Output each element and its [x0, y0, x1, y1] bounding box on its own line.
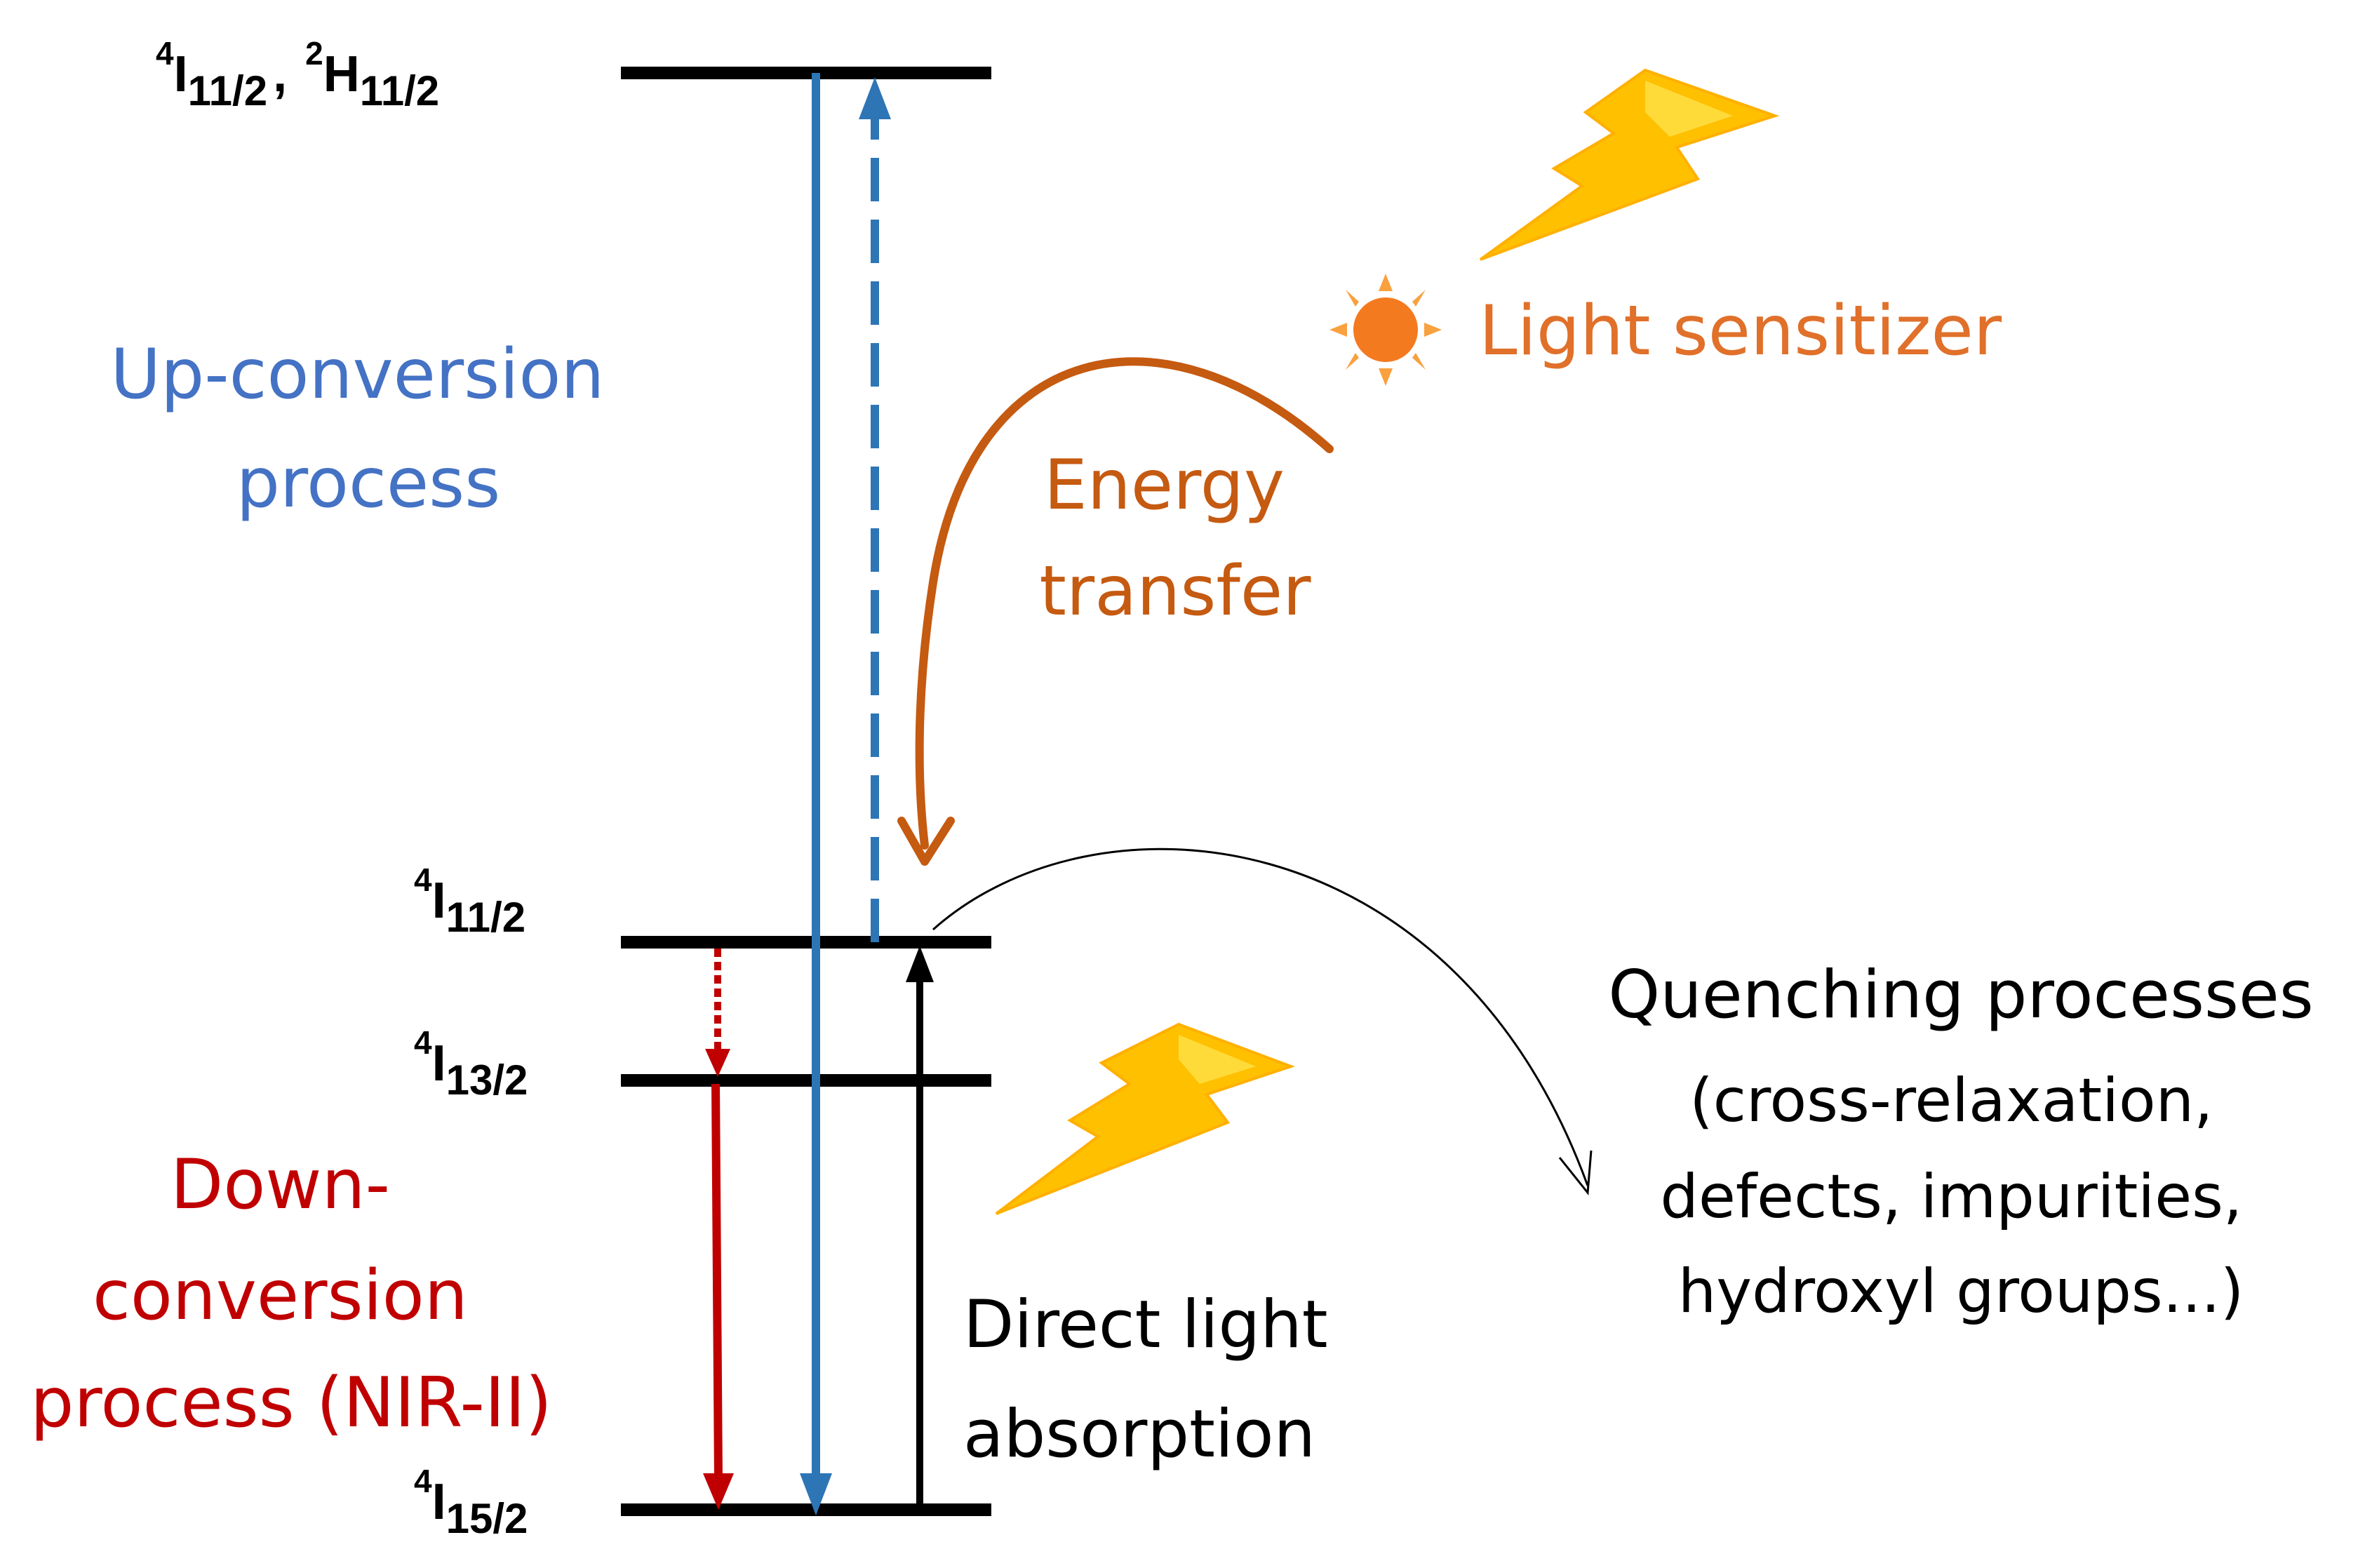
label-4i11-level: 4I11/2 — [414, 862, 525, 941]
upconversion-emission-arrow — [800, 73, 832, 1515]
label-4i15-level: 4I15/2 — [414, 1463, 528, 1542]
label-top-level: 4I11/2,2H11/2 — [156, 35, 439, 114]
quenching-details: (cross-relaxation, defects, impurities, … — [1660, 1066, 2261, 1327]
lightning-bolt-icon-lower — [995, 1022, 1295, 1215]
direct-absorption-caption: Direct light absorption — [963, 1287, 1349, 1473]
sun-icon — [1329, 274, 1442, 386]
upconversion-excitation-arrow — [859, 77, 891, 942]
upconversion-caption: Up-conversion process — [110, 335, 626, 523]
quenching-arrow — [932, 847, 1593, 1195]
energy-levels — [621, 67, 991, 1516]
downconversion-caption: Down- conversion process (NIR-II) — [30, 1145, 552, 1443]
downconversion-emission-arrow — [703, 1083, 734, 1510]
level-labels: 4I11/2,2H11/2 4I11/2 4I13/2 4I15/2 — [156, 35, 528, 1542]
lightning-bolt-icon — [1479, 68, 1780, 261]
energy-transfer-arrow — [897, 357, 1334, 866]
light-sensitizer-caption: Light sensitizer — [1479, 291, 2002, 371]
quenching-title: Quenching processes — [1608, 957, 2314, 1033]
label-4i13-level: 4I13/2 — [414, 1024, 528, 1104]
energy-transfer-caption: Energy transfer — [1039, 445, 1311, 631]
direct-absorption-arrow — [906, 946, 934, 1510]
nonradiative-relaxation-arrow — [705, 949, 730, 1077]
